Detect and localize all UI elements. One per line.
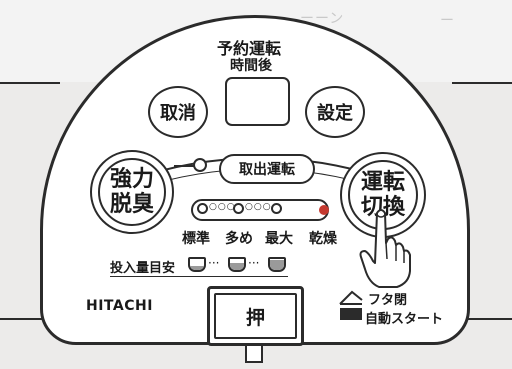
mode-label-max: 最大	[265, 231, 293, 247]
brand-logo: HITACHI	[86, 298, 153, 314]
led-more	[233, 203, 244, 214]
mode-label-standard: 標準	[182, 231, 210, 247]
led-dry	[319, 205, 329, 215]
lid-close-icon	[339, 290, 363, 320]
push-button[interactable]: 押	[207, 286, 304, 346]
amount-underline	[110, 276, 288, 277]
cup-separator-1: ···	[208, 256, 220, 270]
deodorize-button[interactable]: 強力 脱臭	[90, 150, 174, 234]
cup-icon	[268, 257, 286, 272]
auto-start-line1: フタ閉	[368, 293, 408, 308]
line-left-bottom	[0, 318, 44, 320]
faint-backprint-2: ー	[440, 13, 455, 29]
line-right-bottom	[466, 318, 512, 320]
take-out-label: 取出運転	[239, 162, 295, 178]
time-display	[225, 77, 290, 126]
cup-icon	[228, 257, 246, 272]
auto-start-line2: 自動スタート	[365, 312, 444, 327]
line-right	[452, 82, 512, 84]
line-left	[0, 82, 60, 84]
deodorize-ring	[98, 158, 166, 226]
led-max	[271, 203, 282, 214]
pointing-hand-icon	[359, 209, 411, 288]
cancel-button[interactable]: 取消	[148, 86, 208, 138]
reservation-subtitle: 時間後	[230, 58, 272, 74]
set-button[interactable]: 設定	[305, 86, 365, 138]
led-standard	[197, 203, 208, 214]
deodorize-label: 強力 脱臭	[109, 167, 154, 217]
reservation-title: 予約運転	[217, 39, 282, 58]
push-inner: 押	[214, 293, 297, 339]
amount-guide-label: 投入量目安	[110, 261, 176, 276]
mode-label-dry: 乾燥	[309, 231, 337, 247]
cup-icon	[188, 257, 206, 272]
mode-label-more: 多め	[225, 231, 253, 247]
cancel-label: 取消	[160, 103, 196, 124]
takeout-led	[193, 158, 207, 172]
led-dots-2: ○○○	[245, 202, 272, 212]
cup-separator-2: ···	[248, 256, 260, 270]
panel-nub	[245, 343, 263, 363]
deodorize-led-line	[174, 165, 194, 167]
set-label: 設定	[317, 103, 353, 124]
take-out-button[interactable]: 取出運転	[219, 154, 315, 184]
led-dots-1: ○○○	[209, 202, 236, 212]
